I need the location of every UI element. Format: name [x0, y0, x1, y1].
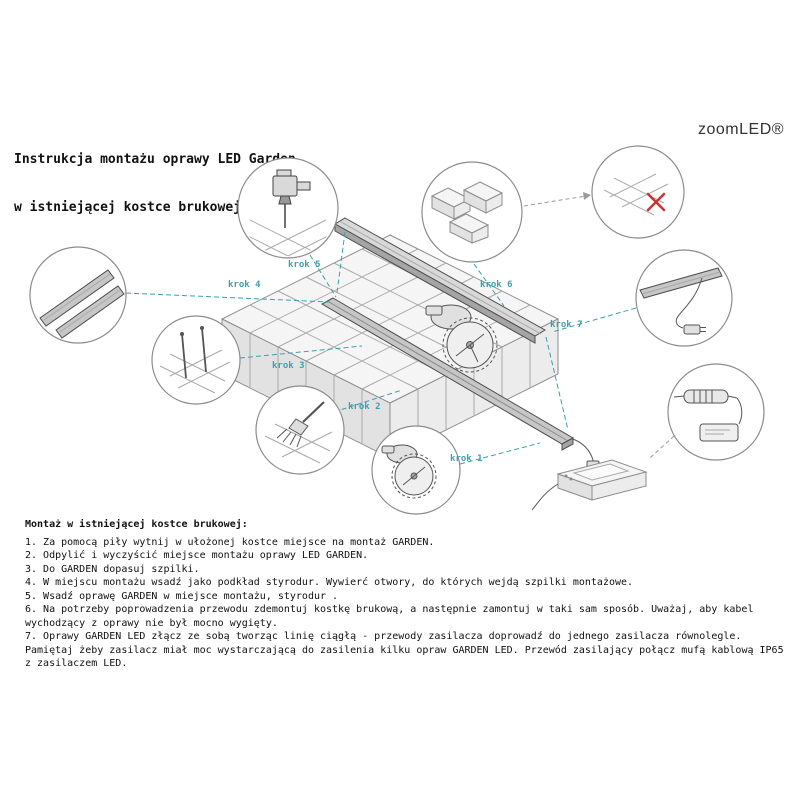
item-number: 1.	[25, 536, 38, 548]
wrong-cut-icon	[603, 173, 669, 216]
circular-saw	[425, 304, 498, 373]
step-label-krok-4: krok 4	[228, 280, 261, 290]
led-profile-installed	[320, 297, 575, 451]
item-text: W miejscu montażu wsadź jako podkład sty…	[43, 577, 634, 588]
item-number: 7.	[25, 631, 38, 642]
profile-rails-icon	[39, 269, 125, 339]
item-text: Wsadź oprawę GARDEN w miejsce montażu, s…	[43, 590, 339, 602]
step-label-krok-5: krok 5	[288, 260, 321, 270]
callout-brush	[255, 385, 345, 475]
callout-remove-blocks	[421, 161, 523, 263]
instructions-block: Montaż w istniejącej kostce brukowej: 1.…	[25, 518, 789, 671]
page-title-line1: Instrukcja montażu oprawy LED Garden	[14, 152, 296, 167]
step-label-krok-7: krok 7	[550, 320, 583, 330]
leader-lines	[125, 192, 675, 465]
step-label-krok-3: krok 3	[272, 361, 305, 371]
item-text: Oprawy GARDEN LED złącz ze sobą tworząc …	[25, 631, 784, 669]
step-label-krok-2: krok 2	[348, 402, 381, 412]
callout-cable-connector	[635, 249, 733, 347]
instruction-item: 3. Do GARDEN dopasuj szpilki.	[25, 563, 789, 577]
diagram-artwork	[29, 145, 765, 515]
page-title-line2: w istniejącej kostce brukowej	[14, 200, 241, 215]
instruction-item: 6.Na potrzeby poprowadzenia przewodu zde…	[25, 603, 789, 630]
installation-diagram: krok 1 krok 2 krok 3 krok 4 krok 5 krok …	[0, 140, 800, 540]
instruction-item: 4. W miejscu montażu wsadź jako podkład s…	[25, 576, 789, 590]
callout-pins	[151, 315, 241, 405]
remove-blocks-icon	[430, 181, 504, 244]
callout-joint-driver	[667, 363, 765, 461]
cable-connector-icon	[639, 267, 723, 335]
item-number: 5.	[25, 590, 38, 602]
page-title: Instrukcja montażu oprawy LED Garden w i…	[14, 120, 296, 248]
instructions-heading: Montaż w istniejącej kostce brukowej:	[25, 519, 248, 530]
item-text: Na potrzeby poprowadzenia przewodu zdemo…	[25, 604, 754, 629]
item-number: 2.	[25, 550, 38, 561]
brush-icon	[264, 401, 333, 464]
drill-icon	[240, 169, 336, 256]
circular-saw-icon	[381, 444, 437, 499]
callout-drill	[237, 157, 339, 259]
item-text: Do GARDEN dopasuj szpilki.	[43, 563, 200, 575]
instruction-item: 5. Wsadź oprawę GARDEN w miejsce montażu,…	[25, 590, 789, 604]
item-number: 3.	[25, 563, 38, 575]
item-text: Odpylić i wyczyścić miejsce montażu opra…	[43, 550, 369, 561]
power-supply	[531, 459, 648, 511]
instruction-item: 2. Odpylić i wyczyścić miejsce montażu op…	[25, 549, 789, 563]
step-label-krok-1: krok 1	[450, 454, 483, 464]
step-label-krok-6: krok 6	[480, 280, 513, 290]
item-text: Za pomocą piły wytnij w ułożonej kostce …	[43, 536, 435, 548]
callout-profiles	[29, 246, 127, 344]
cable-joint-and-driver-icon	[673, 389, 743, 442]
callout-wrong-cut	[591, 145, 685, 239]
mounting-pins-icon	[159, 326, 231, 394]
led-profile-floating	[334, 217, 569, 431]
instruction-item: 7.Oprawy GARDEN LED złącz ze sobą tworzą…	[25, 630, 789, 671]
instruction-item: 1. Za pomocą piły wytnij w ułożonej kostc…	[25, 536, 789, 550]
item-number: 4.	[25, 577, 38, 588]
callout-saw	[371, 425, 461, 515]
brand-logo: zoomLED®	[698, 121, 785, 138]
item-number: 6.	[25, 604, 38, 615]
